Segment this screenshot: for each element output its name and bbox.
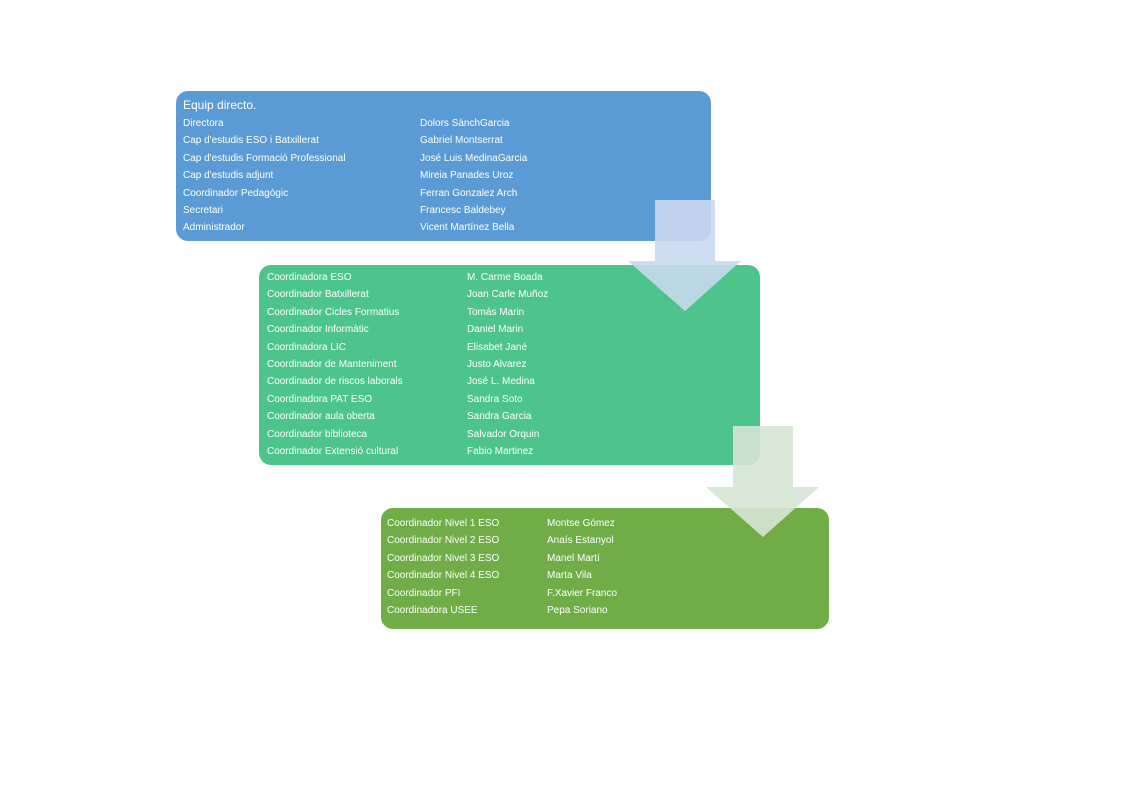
role-label: Coordinador Extensió cultural bbox=[267, 446, 399, 457]
person-name: F.Xavier Franco bbox=[547, 587, 618, 599]
person-name: Montse Gómez bbox=[547, 518, 615, 529]
role-label: Coordinadora PAT ESO bbox=[267, 393, 373, 405]
person-name: Salvador Orquin bbox=[467, 428, 540, 440]
person-name: Gabriel Montserrat bbox=[420, 135, 503, 147]
role-label: Coordinador Pedagògic bbox=[183, 187, 289, 199]
role-label: Cap d'estudis adjunt bbox=[183, 170, 274, 182]
person-name: Mireia Panades Uroz bbox=[420, 170, 514, 182]
person-name: Joan Carle Muñoz bbox=[467, 289, 549, 301]
person-name: José L. Medina bbox=[467, 376, 535, 388]
person-name: Vicent Martínez Bella bbox=[420, 222, 515, 234]
role-label: Directora bbox=[183, 118, 224, 129]
role-label: Coordinador biblioteca bbox=[267, 428, 368, 440]
role-label: Coordinadora ESO bbox=[267, 272, 352, 283]
role-label: Coordinador Nivel 3 ESO bbox=[387, 552, 500, 564]
person-name: Daniel Marin bbox=[467, 324, 524, 336]
person-name: Tomás Marin bbox=[467, 306, 525, 318]
equip-directiu-box: Equip directo. Directora Dolors SànchGarc… bbox=[176, 91, 711, 241]
role-label: Coordinador PFI bbox=[387, 587, 461, 599]
person-name: Sandra Garcia bbox=[467, 411, 532, 423]
role-label: Coordinador de riscos laborals bbox=[267, 376, 403, 388]
arrow-down-icon bbox=[706, 426, 819, 537]
role-label: Coordinador Informàtic bbox=[267, 324, 369, 336]
role-label: Cap d'estudis ESO i Batxillerat bbox=[183, 135, 319, 147]
person-name: Elisabet Jané bbox=[467, 341, 528, 353]
person-name: Justo Alvarez bbox=[467, 359, 527, 370]
role-label: Coordinadora USEE bbox=[387, 605, 478, 616]
role-label: Secretari bbox=[183, 205, 224, 216]
person-name: Marta Vila bbox=[547, 570, 592, 582]
person-name: Fabio Martinez bbox=[467, 446, 534, 457]
role-label: Coordinador aula oberta bbox=[267, 411, 375, 423]
person-name: José Luis MedinaGarcia bbox=[420, 152, 528, 164]
role-label: Cap d'estudis Formació Professional bbox=[183, 152, 346, 164]
role-label: Coordinador Cicles Formatius bbox=[267, 306, 400, 318]
person-name: Anaís Estanyol bbox=[547, 535, 614, 547]
role-label: Administrador bbox=[183, 222, 245, 234]
person-name: Pepa Soriano bbox=[547, 605, 608, 616]
role-label: Coordinador Nivel 4 ESO bbox=[387, 570, 500, 582]
person-name: Manel Martí bbox=[547, 552, 600, 564]
person-name: Francesc Baldebey bbox=[420, 205, 506, 216]
box-title: Equip directo. bbox=[183, 98, 257, 112]
role-label: Coordinador Nivel 2 ESO bbox=[387, 535, 500, 547]
role-label: Coordinadora LIC bbox=[267, 341, 346, 353]
role-label: Coordinador Nivel 1 ESO bbox=[387, 518, 500, 529]
arrow-down-icon bbox=[628, 200, 741, 311]
role-label: Coordinador Batxillerat bbox=[267, 289, 369, 301]
person-name: Dolors SànchGarcia bbox=[420, 118, 510, 129]
person-name: Ferran Gonzalez Arch bbox=[420, 187, 518, 199]
person-name: M. Carme Boada bbox=[467, 272, 543, 283]
person-name: Sandra Soto bbox=[467, 393, 523, 405]
role-label: Coordinador de Manteniment bbox=[267, 359, 397, 370]
